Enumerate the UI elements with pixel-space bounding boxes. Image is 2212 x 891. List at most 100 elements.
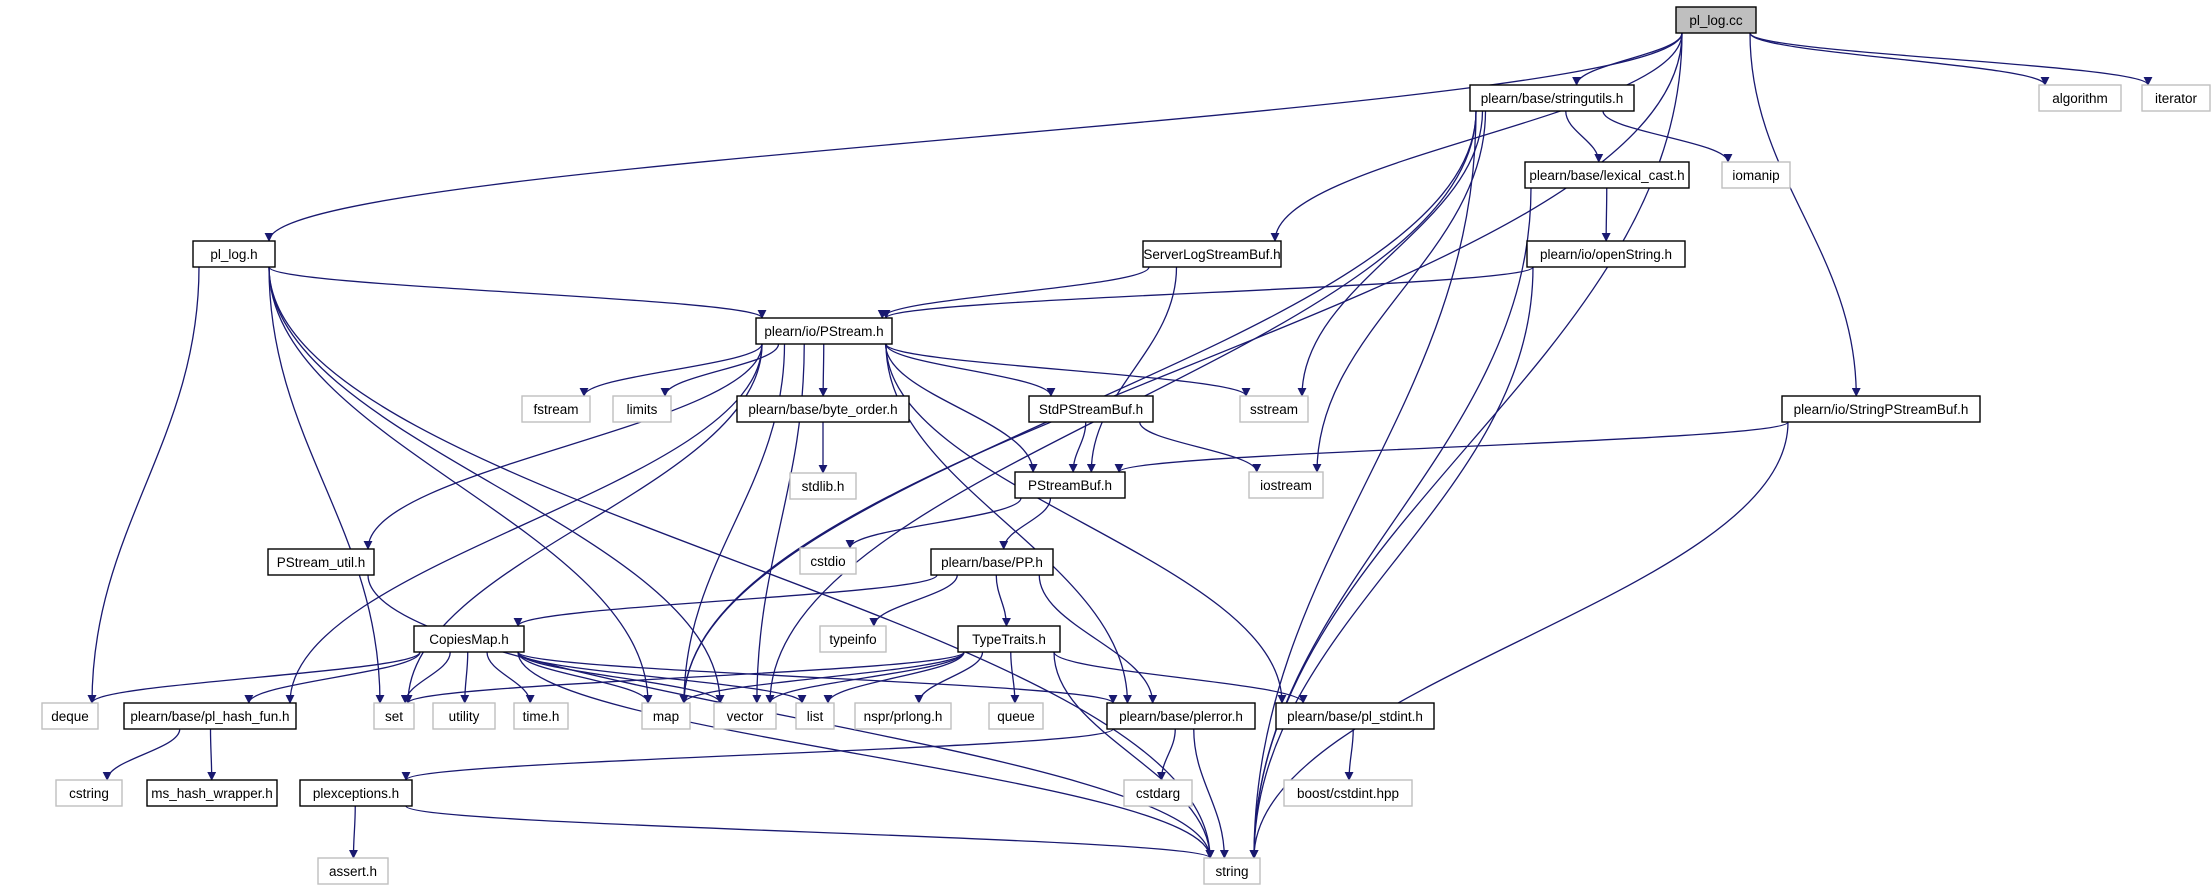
node-label: plearn/base/pl_stdint.h [1287,709,1423,724]
node-plearn-base-plerror-h[interactable]: plearn/base/plerror.h [1106,702,1256,730]
edge-copiesmap-to-vector [517,651,725,704]
edge-pstream-to-stdpsb [885,343,1056,397]
node-plearn-base-pl-stdint-h[interactable]: plearn/base/pl_stdint.h [1275,702,1435,730]
node-plearn-base-stringutils-h[interactable]: plearn/base/stringutils.h [1469,84,1635,112]
edge-pstream-to-hash_fun [285,343,763,704]
node-box [41,702,99,730]
node-iterator: iterator [2141,84,2211,112]
edge-line [1114,421,1789,473]
node-map: map [641,702,691,730]
edge-pl_log_cc-to-map [679,32,1683,704]
edge-pl_log_h-to-string [268,266,1215,859]
edge-pp-to-plerror [1038,574,1158,704]
node-box [146,779,278,807]
edge-stringutils-to-lexical_cast [1565,110,1604,163]
node-label: typeinfo [829,632,876,647]
node-box [1028,395,1154,423]
edge-copiesmap-to-utility [460,651,470,704]
edge-pstream-to-psb [884,343,1038,473]
edge-line [207,728,217,781]
node-label: PStream_util.h [277,555,366,570]
edge-pl_log_h-to-pstream [268,266,767,319]
node-plexceptions-h[interactable]: plexceptions.h [299,779,413,807]
node-plearn-io-openstring-h[interactable]: plearn/io/openString.h [1526,240,1686,268]
node-box [713,702,777,730]
edge-typetraits-to-set [403,651,965,704]
node-pl-log-h[interactable]: pl_log.h [192,240,276,268]
node-box [55,779,123,807]
edge-plerror-to-cstdarg [1156,728,1176,781]
node-pstreambuf-h[interactable]: PStreamBuf.h [1014,471,1126,499]
edge-line [1749,32,2050,86]
node-box [123,702,297,730]
edges-layer [87,32,2153,859]
edge-pstream-to-sstream [885,343,1251,397]
node-box [513,702,569,730]
node-label: iomanip [1732,168,1779,183]
edge-line [1249,187,1532,859]
node-stdpstreambuf-h[interactable]: StdPStreamBuf.h [1028,395,1154,423]
node-plearn-base-pp-h[interactable]: plearn/base/PP.h [930,548,1054,576]
node-box [1721,161,1791,189]
edge-plexceptions-to-string [405,805,1215,859]
node-plearn-base-lexical-cast-h[interactable]: plearn/base/lexical_cast.h [1524,161,1690,189]
edge-hash_fun-to-ms_hash [207,728,217,781]
edge-copiesmap-to-list [517,651,807,704]
node-time-h: time.h [513,702,569,730]
edge-line [486,651,535,704]
node-box [192,240,276,268]
edge-line [1601,187,1611,242]
node-label: StdPStreamBuf.h [1039,402,1143,417]
node-label: time.h [523,709,560,724]
edge-pp-to-typeinfo [869,574,958,627]
node-copiesmap-h[interactable]: CopiesMap.h [413,625,525,653]
node-box [1248,471,1324,499]
edge-line [579,343,763,397]
edge-line [87,651,421,704]
node-ms-hash-wrapper-h[interactable]: ms_hash_wrapper.h [146,779,278,807]
node-typetraits-h[interactable]: TypeTraits.h [957,625,1061,653]
node-box [988,702,1044,730]
edge-copiesmap-to-deque [87,651,421,704]
edge-lexical_cast-to-string [1249,187,1532,859]
node-plearn-io-pstream-h[interactable]: plearn/io/PStream.h [755,317,893,345]
node-box [1123,779,1193,807]
node-label: utility [449,709,480,724]
node-label: plexceptions.h [313,786,399,801]
node-box [1106,702,1256,730]
edge-line [268,266,385,704]
node-plearn-base-byte-order-h[interactable]: plearn/base/byte_order.h [736,395,910,423]
node-box [819,625,887,653]
edge-serverlog-to-pstream [877,266,1150,319]
edge-line [679,32,1683,704]
node-plearn-io-stringpstreambuf-h[interactable]: plearn/io/StringPStreamBuf.h [1781,395,1981,423]
edge-hash_fun-to-cstring [102,728,181,781]
edge-stringutils-to-iomanip [1602,110,1733,163]
edge-line [914,651,984,704]
node-label: plearn/base/pl_hash_fun.h [130,709,289,724]
node-nspr-prlong-h: nspr/prlong.h [854,702,952,730]
edge-line [881,266,1534,319]
edge-line [268,266,653,704]
node-label: iostream [1260,478,1312,493]
node-boost-cstdint-hpp: boost/cstdint.hpp [1283,779,1413,807]
edge-pl_log_h-to-set [268,266,385,704]
edge-plerror-to-string [1193,728,1229,859]
edge-openstring-to-string [1249,266,1534,859]
edge-line [513,574,938,627]
node-pstream-util-h[interactable]: PStream_util.h [267,548,375,576]
edge-line [679,651,965,704]
edge-line [1602,110,1733,163]
node-pl-log-cc[interactable]: pl_log.cc [1675,6,1757,34]
node-label: ServerLogStreamBuf.h [1143,247,1280,262]
edge-line [995,574,1011,627]
edge-line [1249,266,1534,859]
node-plearn-base-pl-hash-fun-h[interactable]: plearn/base/pl_hash_fun.h [123,702,297,730]
edge-pl_log_h-to-deque [87,266,200,704]
node-label: map [653,709,679,724]
node-set: set [373,702,415,730]
edge-line [885,343,1251,397]
node-serverlogstreambuf-h[interactable]: ServerLogStreamBuf.h [1142,240,1282,268]
edge-copiesmap-to-map [517,651,653,704]
